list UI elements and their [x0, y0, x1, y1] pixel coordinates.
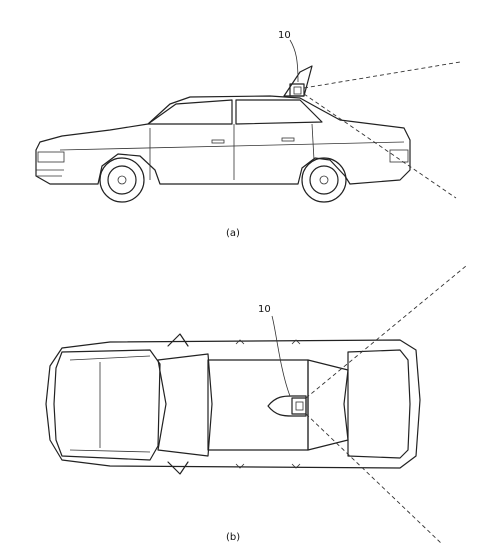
sensor-device-top: [267, 395, 307, 417]
headlight: [37, 151, 65, 163]
mirror-left: [167, 333, 189, 347]
ref-label-b: 10: [258, 304, 271, 315]
figure-a-side-view: 10 (a): [35, 30, 461, 239]
car-side-windows: [147, 99, 323, 125]
sensor-device-side: [283, 65, 313, 97]
car-top-hood: [53, 349, 161, 461]
taillight: [389, 149, 409, 163]
caption-b: (b): [226, 532, 240, 543]
caption-a: (a): [226, 228, 240, 239]
car-top-rear-window: [307, 359, 349, 451]
fov-line-lower: [303, 93, 457, 199]
car-side-beltline: [59, 141, 405, 151]
fov-line-upper: [303, 61, 461, 89]
mirror-right: [167, 461, 189, 475]
ref-label-a: 10: [278, 30, 291, 41]
fov-line-top-upper: [305, 265, 467, 399]
door-handle-front: [211, 139, 225, 144]
figure-b-top-view: 10 (b): [45, 265, 467, 545]
fov-line-top-lower: [305, 413, 443, 545]
car-top-windshield: [157, 353, 213, 457]
wheel-rear: [301, 157, 347, 203]
leader-line-b: [271, 315, 291, 397]
car-top-roof: [207, 359, 309, 451]
wheel-front: [99, 157, 145, 203]
car-side-body: [35, 95, 411, 185]
car-top-body: [45, 339, 421, 469]
door-handle-rear: [281, 137, 295, 142]
leader-line-a: [289, 39, 299, 83]
car-top-trunk: [347, 349, 411, 459]
